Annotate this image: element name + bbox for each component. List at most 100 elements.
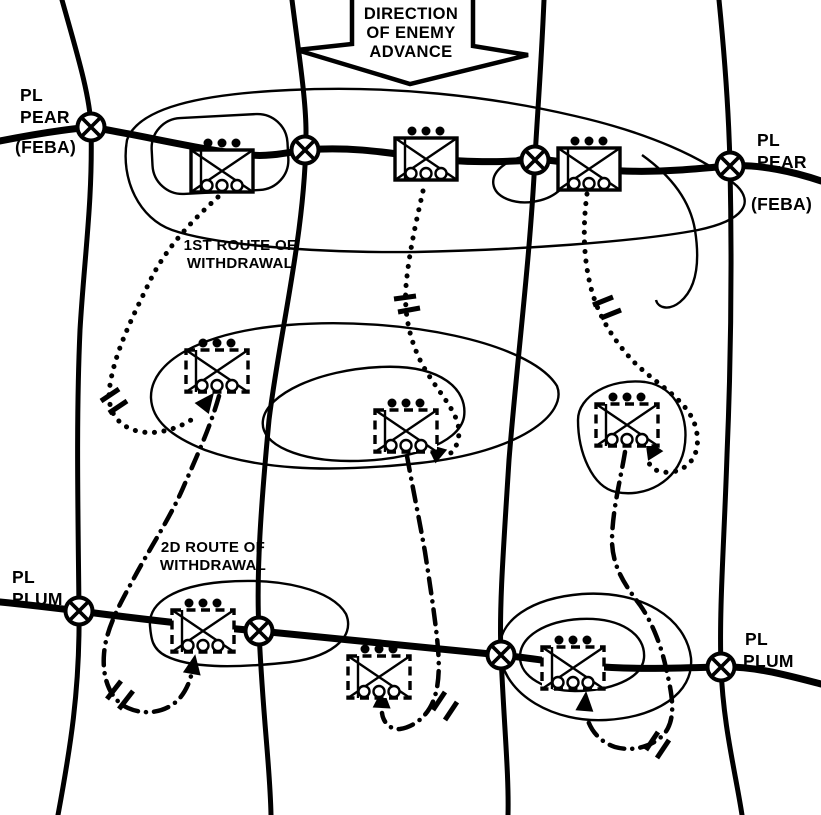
- checkpoint-x-icon: [719, 155, 741, 177]
- unit-symbol-route2-east: [540, 635, 606, 691]
- second-withdrawal-routes: [101, 393, 675, 752]
- wheel-circle-icon: [387, 684, 401, 699]
- pl-plum-left-line2: PLUM: [12, 589, 63, 609]
- platoon-dot-icon: [360, 644, 370, 654]
- roads: [55, 0, 745, 815]
- platoon-dot-icon: [598, 136, 608, 146]
- pl-plum-right-line2: PLUM: [743, 651, 794, 671]
- road-east: [716, 0, 745, 815]
- checkpoint-x-icon: [294, 139, 316, 161]
- wheel-circle-icon: [620, 432, 634, 447]
- dashdot-route-east: [584, 449, 675, 752]
- second-route-label-line1: 2D ROUTE OF: [161, 539, 265, 556]
- checkpoint-x-icon: [490, 644, 512, 666]
- phase-line-labels: PL PEAR (FEBA) PL PEAR (FEBA) PL PLUM PL…: [12, 85, 812, 671]
- platoon-dot-icon: [570, 136, 580, 146]
- checkpoint-x-icon: [80, 116, 102, 138]
- road-center-east: [497, 0, 547, 815]
- pl-pear-left-line1: PL: [20, 85, 43, 105]
- enemy-advance-line3: ADVANCE: [369, 43, 452, 61]
- pl-pear-right-line1: PL: [757, 130, 780, 150]
- first-route-label-line2: WITHDRAWAL: [187, 255, 293, 272]
- dotted-route-center: [403, 188, 462, 460]
- unit-symbol-route1-east: [594, 392, 660, 448]
- tick-route2-center-a: [430, 690, 448, 712]
- first-position-east-oval: [576, 380, 687, 495]
- wheel-circle-icon: [211, 638, 225, 653]
- tick-route1-west-b: [107, 398, 129, 416]
- pl-pear-right-feba: (FEBA): [751, 194, 812, 214]
- wheel-circle-icon: [605, 432, 619, 447]
- unit-symbol-route2-center: [346, 644, 412, 700]
- checkpoint-cp-pear-1: [75, 111, 107, 143]
- dotted-route-west: [106, 194, 221, 435]
- arrowhead-route1-west: [194, 392, 215, 415]
- unit-symbol-feba-west: [189, 138, 255, 194]
- dotted-route-east: [581, 191, 700, 475]
- platoon-dot-icon: [582, 635, 592, 645]
- unit-symbol-route1-west: [184, 338, 250, 394]
- platoon-dot-icon: [184, 598, 194, 608]
- unit-symbol-route2-west: [170, 598, 236, 654]
- feba-battle-position-oval: [124, 87, 746, 254]
- wheel-circle-icon: [551, 675, 565, 690]
- checkpoint-cp-plum-1: [63, 595, 95, 627]
- platoon-dot-icon: [636, 392, 646, 402]
- platoon-dot-icon: [407, 126, 417, 136]
- unit-symbols: [170, 126, 660, 700]
- platoon-dot-icon: [387, 398, 397, 408]
- platoon-dot-icon: [212, 598, 222, 608]
- platoon-dot-icon: [608, 392, 618, 402]
- tick-route1-center-b: [397, 305, 421, 315]
- platoon-dot-icon: [198, 338, 208, 348]
- road-center-west: [255, 0, 309, 815]
- unit-symbol-route1-center: [373, 398, 439, 454]
- wheel-circle-icon: [414, 438, 428, 453]
- tick-route1-east-b: [600, 307, 622, 321]
- wheel-circle-icon: [404, 166, 418, 181]
- wheel-circle-icon: [195, 378, 209, 393]
- platoon-dot-icon: [374, 644, 384, 654]
- wheel-circle-icon: [566, 675, 580, 690]
- pl-plum-left-line1: PL: [12, 567, 35, 587]
- unit-symbol-feba-east: [556, 136, 622, 192]
- first-position-center-oval: [261, 365, 466, 463]
- wheel-circle-icon: [384, 438, 398, 453]
- dashdot-route-center: [379, 453, 441, 732]
- arrowhead-route2-east: [575, 691, 594, 712]
- platoon-dot-icon: [415, 398, 425, 408]
- wheel-circle-icon: [434, 166, 448, 181]
- platoon-dot-icon: [584, 136, 594, 146]
- wheel-circle-icon: [215, 178, 229, 193]
- tick-route1-east-a: [592, 294, 614, 308]
- checkpoint-cp-pear-4: [714, 150, 746, 182]
- tick-route2-east-a: [643, 730, 661, 752]
- wheel-circle-icon: [581, 675, 595, 690]
- platoon-dot-icon: [231, 138, 241, 148]
- platoon-dot-icon: [212, 338, 222, 348]
- tick-route1-west-a: [99, 386, 121, 404]
- tick-route1-center-a: [393, 293, 417, 302]
- road-west: [55, 0, 94, 815]
- tick-route2-center-b: [442, 700, 460, 722]
- checkpoint-symbols: [63, 111, 746, 683]
- enemy-advance-arrow-shape: [296, 0, 529, 87]
- pl-plum-right-line1: PL: [745, 629, 768, 649]
- route-labels: 1ST ROUTE OF WITHDRAWAL 2D ROUTE OF WITH…: [160, 237, 296, 574]
- pl-pear-left-line2: PEAR: [20, 107, 70, 127]
- wheel-circle-icon: [582, 176, 596, 191]
- tick-route2-east-b: [654, 738, 672, 760]
- platoon-dot-icon: [217, 138, 227, 148]
- checkpoint-cp-pear-2: [289, 134, 321, 166]
- feba-oval-tail: [641, 154, 699, 309]
- platoon-dot-icon: [435, 126, 445, 136]
- second-position-west-oval: [148, 579, 350, 668]
- wheel-circle-icon: [567, 176, 581, 191]
- pl-pear-left-feba: (FEBA): [15, 137, 76, 157]
- checkpoint-x-icon: [524, 149, 546, 171]
- platoon-dot-icon: [203, 138, 213, 148]
- platoon-dot-icon: [388, 644, 398, 654]
- enemy-advance-line1: DIRECTION: [364, 5, 458, 23]
